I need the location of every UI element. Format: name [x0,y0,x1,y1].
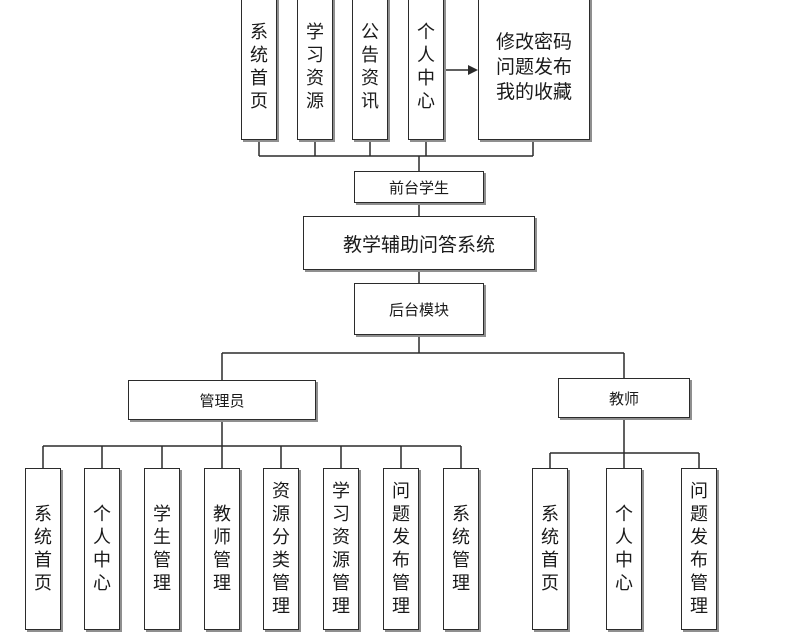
teacher-box: 教师 [558,378,690,418]
module-label: 个人中心 [417,22,435,112]
module-system-home: 系统首页 [241,0,277,140]
system-title-box: 教学辅助问答系统 [303,216,535,270]
module-learning-resources: 学习资源 [297,0,333,140]
admin-child-label: 学习资源管理 [332,481,350,617]
personal-center-items-box: 修改密码 问题发布 我的收藏 [478,0,590,140]
backend-module-box: 后台模块 [354,283,484,335]
item-change-password: 修改密码 [495,30,572,53]
backend-label: 后台模块 [388,300,449,319]
admin-child-label: 系统首页 [34,504,52,594]
teacher-child-system-home: 系统首页 [532,468,568,630]
admin-label: 管理员 [199,391,245,410]
admin-child-question-publish-management: 问题发布管理 [383,468,419,630]
module-label: 系统首页 [250,22,268,112]
teacher-child-personal-center: 个人中心 [606,468,642,630]
frontend-student-box: 前台学生 [354,171,484,203]
module-label: 公告资讯 [361,22,379,112]
admin-child-label: 问题发布管理 [392,481,410,617]
admin-child-label: 资源分类管理 [272,481,290,617]
teacher-child-label: 问题发布管理 [690,481,708,617]
teacher-child-question-publish-management: 问题发布管理 [681,468,717,630]
admin-box: 管理员 [128,380,316,420]
admin-child-personal-center: 个人中心 [84,468,120,630]
teacher-label: 教师 [608,389,639,408]
admin-child-system-home: 系统首页 [25,468,61,630]
admin-child-system-management: 系统管理 [443,468,479,630]
admin-child-teacher-management: 教师管理 [204,468,240,630]
admin-child-label: 学生管理 [153,504,171,594]
teacher-child-label: 个人中心 [615,504,633,594]
admin-child-label: 系统管理 [452,504,470,594]
item-question-publish: 问题发布 [495,55,572,78]
module-personal-center: 个人中心 [408,0,444,140]
module-announcements: 公告资讯 [352,0,388,140]
admin-child-label: 教师管理 [213,504,231,594]
admin-child-student-management: 学生管理 [144,468,180,630]
system-title: 教学辅助问答系统 [342,233,495,256]
item-my-favorites: 我的收藏 [495,80,572,103]
admin-child-label: 个人中心 [93,504,111,594]
admin-child-resource-category-management: 资源分类管理 [263,468,299,630]
teacher-child-label: 系统首页 [541,504,559,594]
module-label: 学习资源 [306,22,324,112]
admin-child-learning-resource-management: 学习资源管理 [323,468,359,630]
frontend-label: 前台学生 [388,178,449,197]
